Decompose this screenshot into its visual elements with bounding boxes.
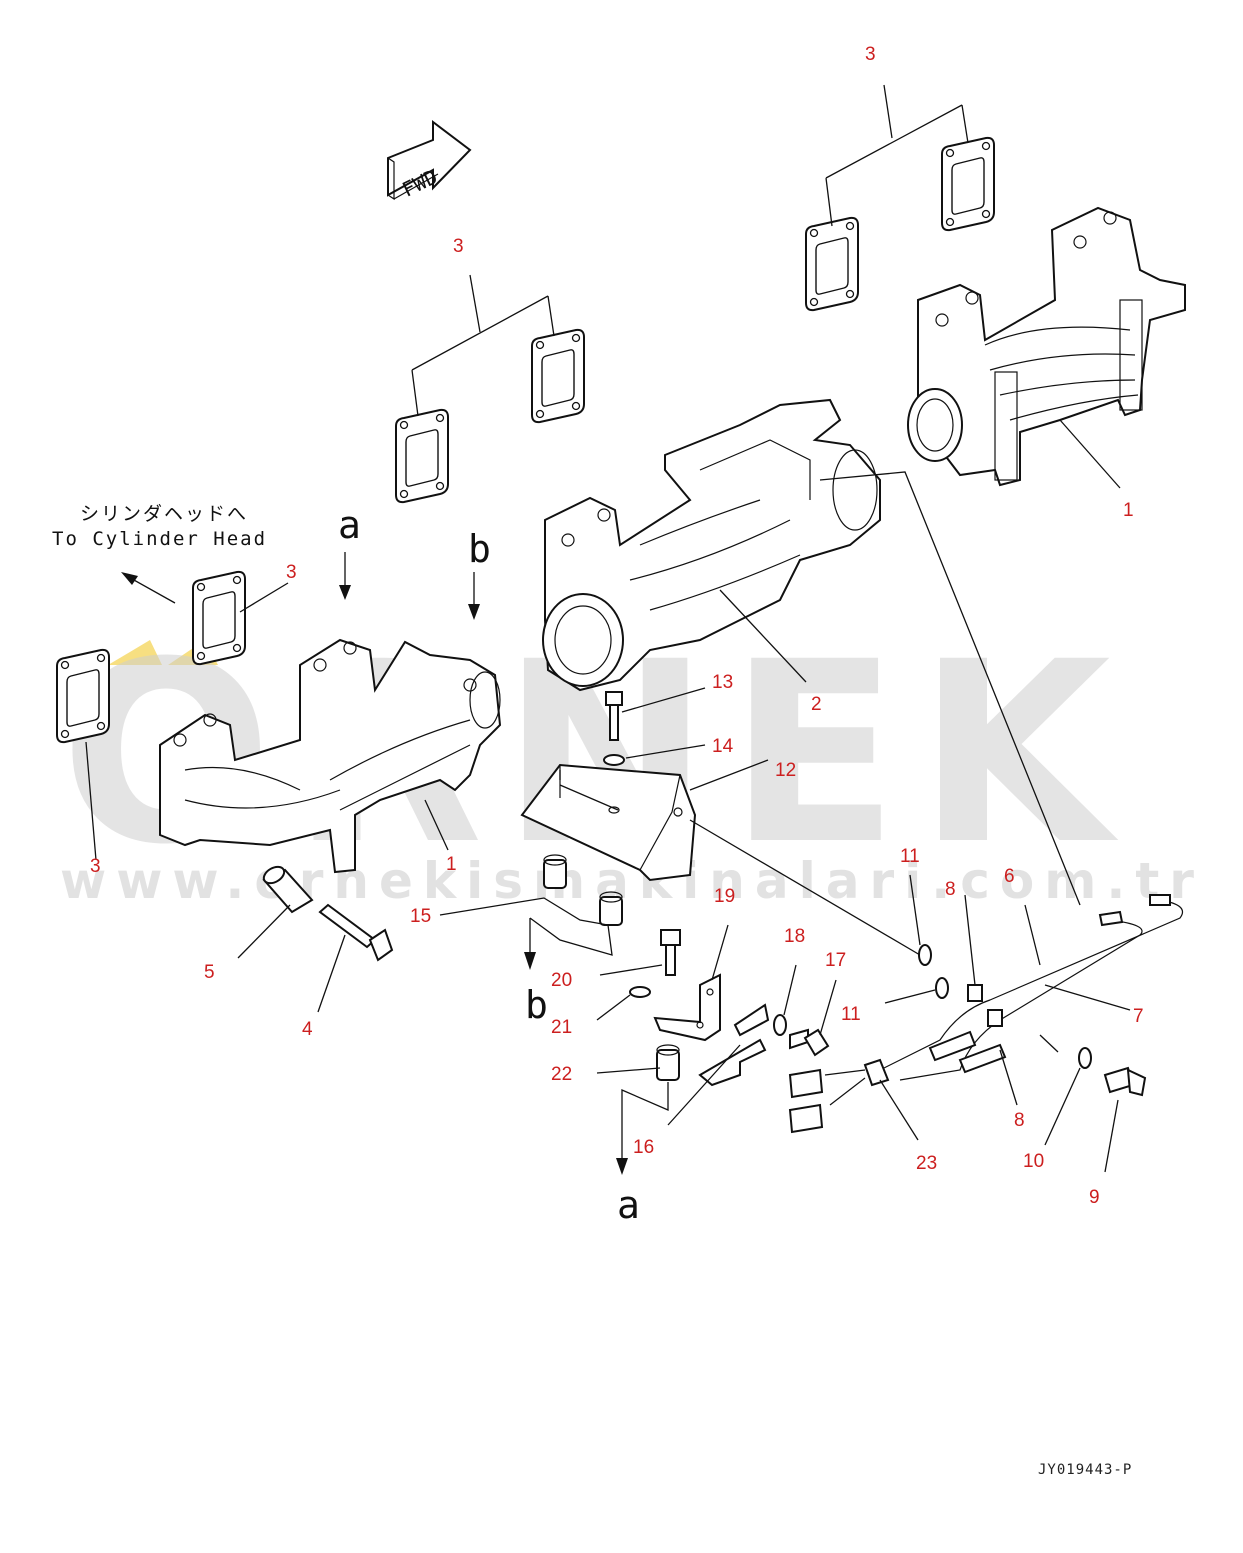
callout-3: 3 [90, 856, 101, 877]
arrow-down-icon [468, 604, 480, 620]
exhaust-manifold-left [159, 638, 502, 874]
washer-part-11-top [918, 944, 932, 966]
callout-10: 10 [1023, 1151, 1044, 1172]
callout-4: 4 [302, 1019, 313, 1040]
callout-3: 3 [286, 562, 297, 583]
sleeve-part-5 [262, 865, 314, 914]
callout-13: 13 [712, 672, 733, 693]
note-english: To Cylinder Head [52, 528, 267, 550]
spacer-part-15 [543, 854, 623, 926]
callout-6: 6 [1004, 866, 1015, 887]
exhaust-manifold-center [542, 398, 881, 692]
callouts: 3 3 3 3 1 1 2 13 14 12 11 8 6 19 18 17 1… [90, 44, 1144, 1208]
gasket-left-a [56, 648, 110, 744]
callout-3: 3 [865, 44, 876, 65]
gasket-middle-b [531, 328, 585, 424]
bracket-part-19 [653, 973, 721, 1042]
bolt-part-4 [318, 903, 394, 962]
view-marker-a-bottom: a [617, 1183, 640, 1227]
callout-2: 2 [811, 694, 822, 715]
clip-part-16 [698, 1003, 770, 1087]
callout-1: 1 [446, 854, 457, 875]
callout-8: 8 [945, 879, 956, 900]
cylinder-head-note: シリンダヘッドへ To Cylinder Head [52, 503, 267, 604]
callout-8: 8 [1014, 1110, 1025, 1131]
washer-part-18 [773, 1014, 787, 1036]
callout-9: 9 [1089, 1187, 1100, 1208]
watermark-accent-icon [108, 640, 218, 665]
callout-1: 1 [1123, 500, 1134, 521]
gasket-upper-right-b [941, 136, 995, 232]
spacer-part-22 [656, 1044, 680, 1081]
bolt-part-9 [1103, 1066, 1147, 1097]
bolt-part-20 [660, 929, 681, 976]
callout-5: 5 [204, 962, 215, 983]
callout-19: 19 [714, 886, 735, 907]
view-marker-a-top: a [338, 503, 361, 547]
callout-12: 12 [775, 760, 796, 781]
callout-23: 23 [916, 1153, 937, 1174]
bolt-part-13 [605, 691, 623, 741]
washer-part-10 [1078, 1047, 1092, 1069]
washer-part-14 [603, 754, 625, 766]
callout-21: 21 [551, 1017, 572, 1038]
callout-3: 3 [453, 236, 464, 257]
callout-16: 16 [633, 1137, 654, 1158]
bracket-part-12 [520, 763, 697, 882]
drawing-code: JY019443-P [1038, 1462, 1132, 1478]
gasket-left-b [192, 570, 246, 666]
note-arrow-icon [121, 572, 138, 585]
callout-14: 14 [712, 736, 734, 757]
callout-11: 11 [841, 1004, 861, 1025]
bolt-part-17 [789, 1028, 830, 1057]
exhaust-manifold-right [907, 206, 1186, 487]
callout-20: 20 [551, 970, 572, 991]
callout-17: 17 [825, 950, 846, 971]
callout-7: 7 [1133, 1006, 1144, 1027]
fwd-arrow-icon: FWD [387, 119, 472, 202]
view-marker-b-bottom: b [525, 983, 548, 1027]
arrow-down-icon [339, 585, 351, 600]
washer-part-21 [629, 986, 651, 998]
temperature-sensor-harness [788, 894, 1184, 1134]
view-marker-b-top: b [468, 527, 491, 571]
callout-18: 18 [784, 926, 805, 947]
callout-11: 11 [900, 846, 920, 867]
washer-part-11-mid [935, 977, 949, 999]
callout-22: 22 [551, 1064, 572, 1085]
arrow-down-icon [616, 1158, 628, 1175]
gasket-middle-a [395, 408, 449, 504]
note-japanese: シリンダヘッドへ [80, 503, 248, 525]
arrow-down-icon [524, 952, 536, 970]
callout-15: 15 [410, 906, 431, 927]
gasket-upper-right-a [805, 216, 859, 312]
